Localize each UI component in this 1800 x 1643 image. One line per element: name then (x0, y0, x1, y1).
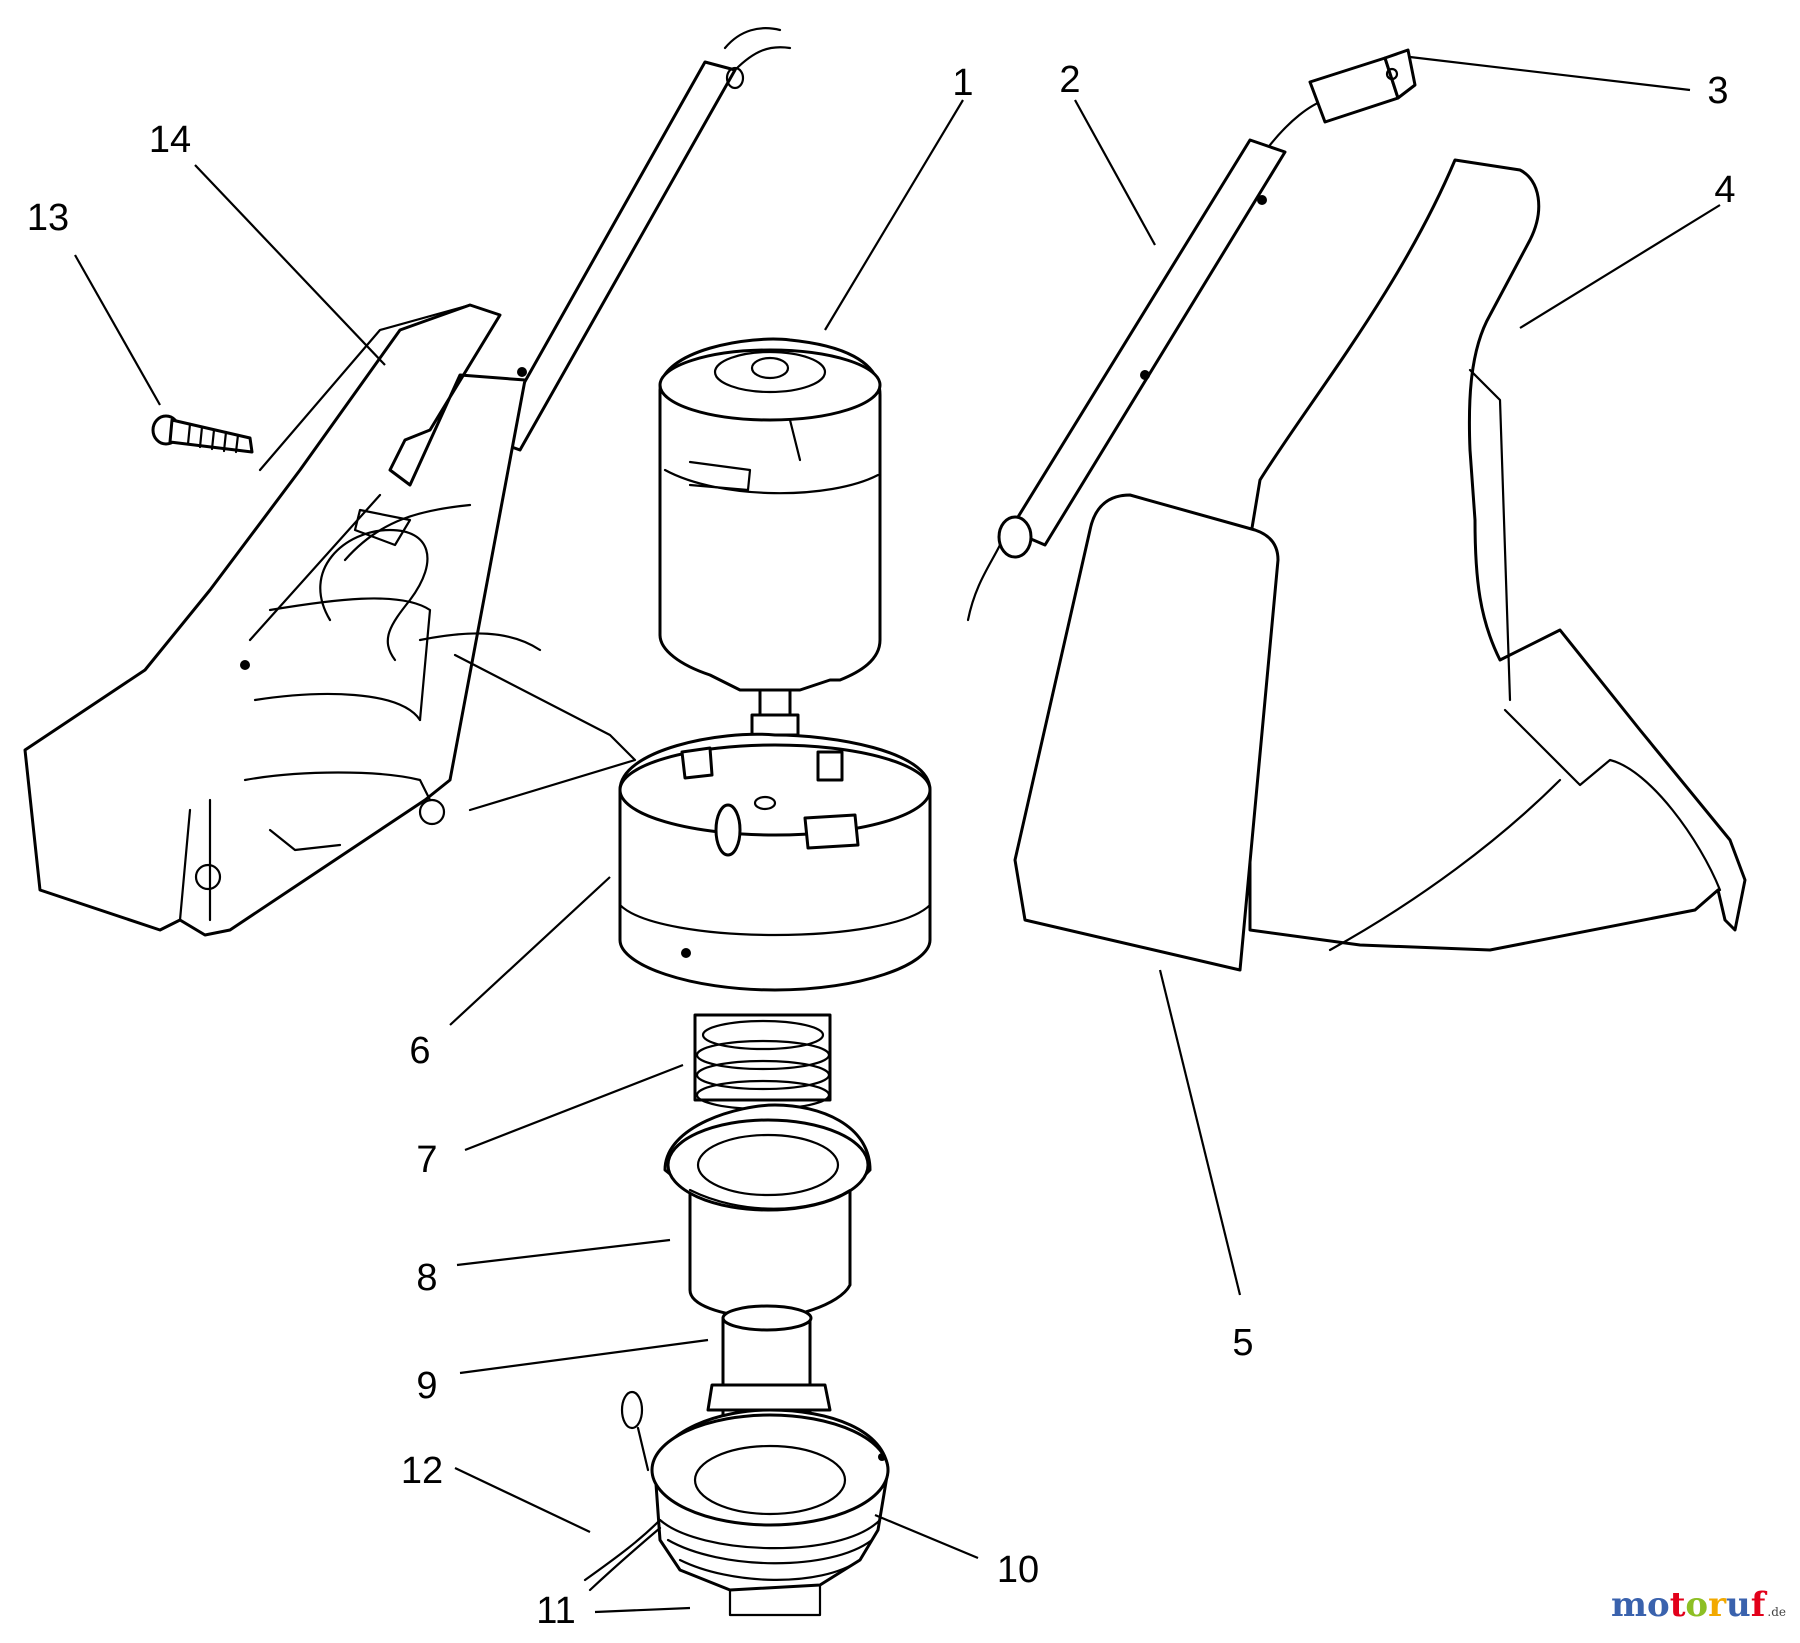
right-housing-part (1248, 158, 1747, 952)
callout-labels: 1 2 3 4 5 6 7 8 9 10 11 12 13 14 (27, 59, 1736, 1632)
callout-8: 8 (416, 1257, 437, 1299)
callout-13: 13 (27, 197, 69, 239)
leader-12 (454, 1467, 591, 1533)
callout-1: 1 (952, 62, 973, 104)
leader-5 (1158, 969, 1242, 1296)
callout-10: 10 (997, 1549, 1039, 1591)
leader-10 (874, 1513, 979, 1560)
leader-7 (464, 1063, 684, 1152)
leader-13 (74, 254, 161, 406)
leader-4 (1519, 204, 1721, 329)
leader-1 (824, 99, 964, 331)
watermark-letter: f (1750, 1585, 1766, 1625)
callout-14: 14 (149, 119, 191, 161)
screw-part (151, 414, 254, 454)
leader-3 (1409, 55, 1691, 92)
callout-12: 12 (401, 1450, 443, 1492)
spring-part (693, 1013, 832, 1111)
leader-14 (194, 164, 386, 366)
watermark-suffix: .de (1767, 1605, 1786, 1619)
callout-6: 6 (409, 1030, 430, 1072)
tube-part (966, 138, 1287, 622)
callout-11: 11 (536, 1590, 575, 1632)
left-housing-part (23, 27, 792, 937)
leader-9 (459, 1338, 709, 1375)
callout-2: 2 (1059, 59, 1080, 101)
callout-7: 7 (416, 1139, 437, 1181)
motor-cover-part (618, 732, 932, 992)
spool-cup-part (663, 1103, 872, 1320)
leader-6 (449, 876, 611, 1026)
watermark-letter: t (1669, 1585, 1686, 1625)
leader-8 (456, 1238, 671, 1267)
watermark-letter: o (1647, 1585, 1670, 1625)
leader-2 (1074, 99, 1156, 246)
spool-head-part (583, 1390, 890, 1617)
callout-5: 5 (1232, 1322, 1253, 1364)
callout-4: 4 (1714, 169, 1735, 211)
watermark-logo: motoruf.de (1611, 1585, 1786, 1625)
leader-11 (594, 1606, 691, 1614)
motor-part (658, 337, 882, 772)
decal-part (1013, 493, 1280, 972)
callout-9: 9 (416, 1365, 437, 1407)
connector-part (1268, 48, 1417, 147)
watermark-letter: o (1685, 1585, 1709, 1625)
callout-3: 3 (1707, 70, 1728, 112)
watermark-letter: u (1726, 1585, 1751, 1625)
shaft-part (706, 1304, 832, 1422)
watermark-letter: m (1611, 1585, 1647, 1625)
leader-lines (74, 55, 1721, 1614)
watermark-letter: r (1708, 1585, 1727, 1625)
